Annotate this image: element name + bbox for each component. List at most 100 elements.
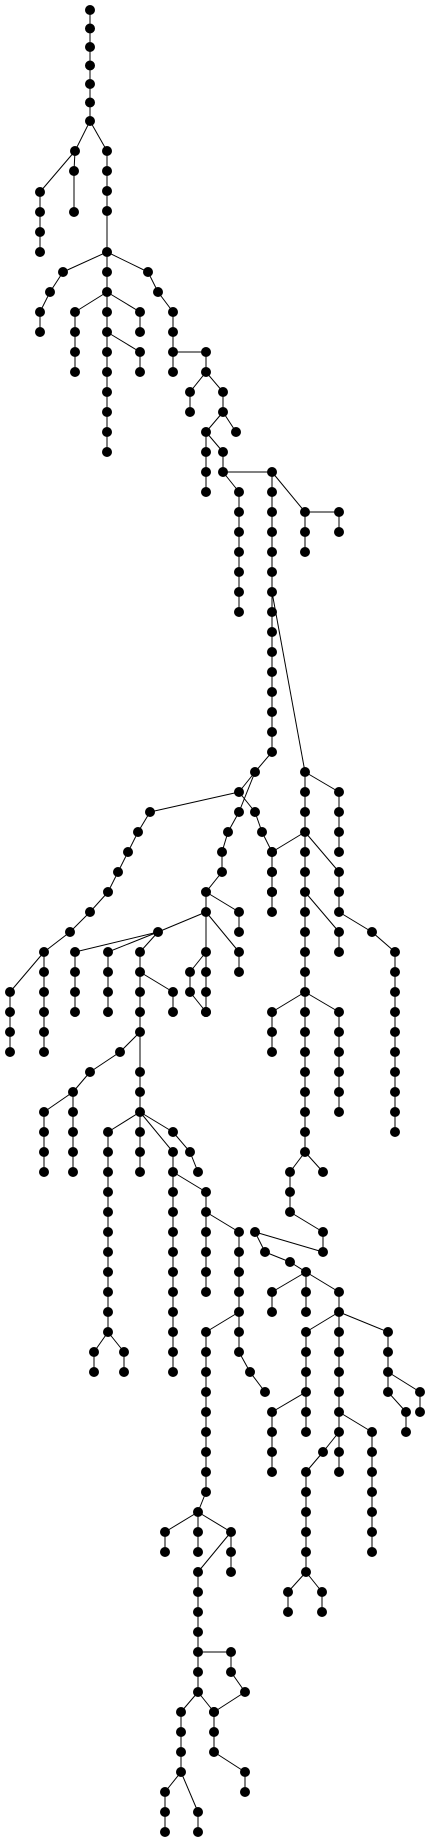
tree-node [226,1547,236,1557]
tree-node [135,1147,145,1157]
tree-node [285,1207,295,1217]
tree-node [39,987,49,997]
tree-node [300,1007,310,1017]
tree-edge [338,1411,373,1433]
tree-edge [213,1691,246,1713]
tree-node [390,967,400,977]
tree-node [103,1187,113,1197]
tree-edge [271,591,306,773]
tree-node [201,467,211,477]
tree-node [334,887,344,897]
tree-node [168,1367,178,1377]
tree-edge [180,1771,199,1813]
tree-node [103,1327,113,1337]
tree-node [217,847,227,857]
tree-node [103,967,113,977]
tree-edge [74,120,91,152]
tree-node [300,767,310,777]
tree-node [300,807,310,817]
tree-node [367,1467,377,1477]
tree-node [135,1167,145,1177]
tree-node [201,967,211,977]
tree-node [85,60,95,71]
tree-node [185,967,195,977]
tree-edge [74,931,159,953]
tree-node [69,166,79,176]
tree-node [334,527,344,537]
tree-edge [271,471,306,513]
tree-node [334,507,344,517]
tree-node [240,1787,250,1797]
tree-node [226,1567,236,1577]
tree-node [70,327,80,337]
tree-node [300,1107,310,1117]
tree-node [135,367,145,377]
tree-node [334,1107,344,1117]
tree-node [234,607,244,617]
tree-node [160,1807,170,1817]
tree-node [201,887,211,897]
tree-node [135,1127,145,1137]
tree-node [193,1167,203,1177]
tree-node [267,487,277,497]
tree-node [168,1227,178,1237]
tree-node [135,1027,145,1037]
tree-node [168,1267,178,1277]
tree-edge [43,931,71,953]
tree-node [102,206,112,216]
tree-node [201,947,211,957]
tree-node [135,1067,145,1077]
tree-node [85,5,95,15]
tree-node [267,627,277,637]
tree-node [234,507,244,517]
tree-node [185,407,195,417]
tree-edge [387,1371,421,1393]
tree-node [201,367,211,377]
tree-node [300,1067,310,1077]
tree-node [301,1367,311,1377]
tree-node [240,1687,250,1697]
tree-node [135,307,145,317]
tree-node [89,1347,99,1357]
tree-node [39,1007,49,1017]
tree-node [401,1407,411,1417]
tree-node [102,387,112,397]
tree-node [300,1127,310,1137]
tree-node [390,1027,400,1037]
tree-node [209,1747,219,1757]
tree-edge [89,1051,121,1073]
tree-node [70,367,80,377]
tree-node [168,1307,178,1317]
tree-node [283,1587,293,1597]
tree-node [201,487,211,497]
tree-node [301,1307,311,1317]
tree-node [234,527,244,537]
tree-node [334,847,344,857]
tree-node [153,287,163,297]
tree-node [135,347,145,357]
tree-node [383,1387,393,1397]
tree-node [218,467,228,477]
tree-node [193,1567,203,1577]
tree-node [201,1267,211,1277]
tree-edge [107,1111,141,1133]
tree-node [69,207,79,217]
tree-node [267,1007,277,1017]
tree-node [267,467,277,477]
tree-node [300,1147,310,1157]
tree-edge [289,1211,324,1233]
tree-node [201,1467,211,1477]
tree-node [70,947,80,957]
tree-node [367,1447,377,1457]
tree-node [250,767,260,777]
tree-node [334,1407,344,1417]
tree-node [103,947,113,957]
tree-node [300,1087,310,1097]
tree-node [168,1287,178,1297]
tree-node [250,807,260,817]
tree-edge [139,971,174,993]
tree-node [267,1407,277,1417]
tree-node [68,1167,78,1177]
tree-node [68,1127,78,1137]
tree-node [201,907,211,917]
